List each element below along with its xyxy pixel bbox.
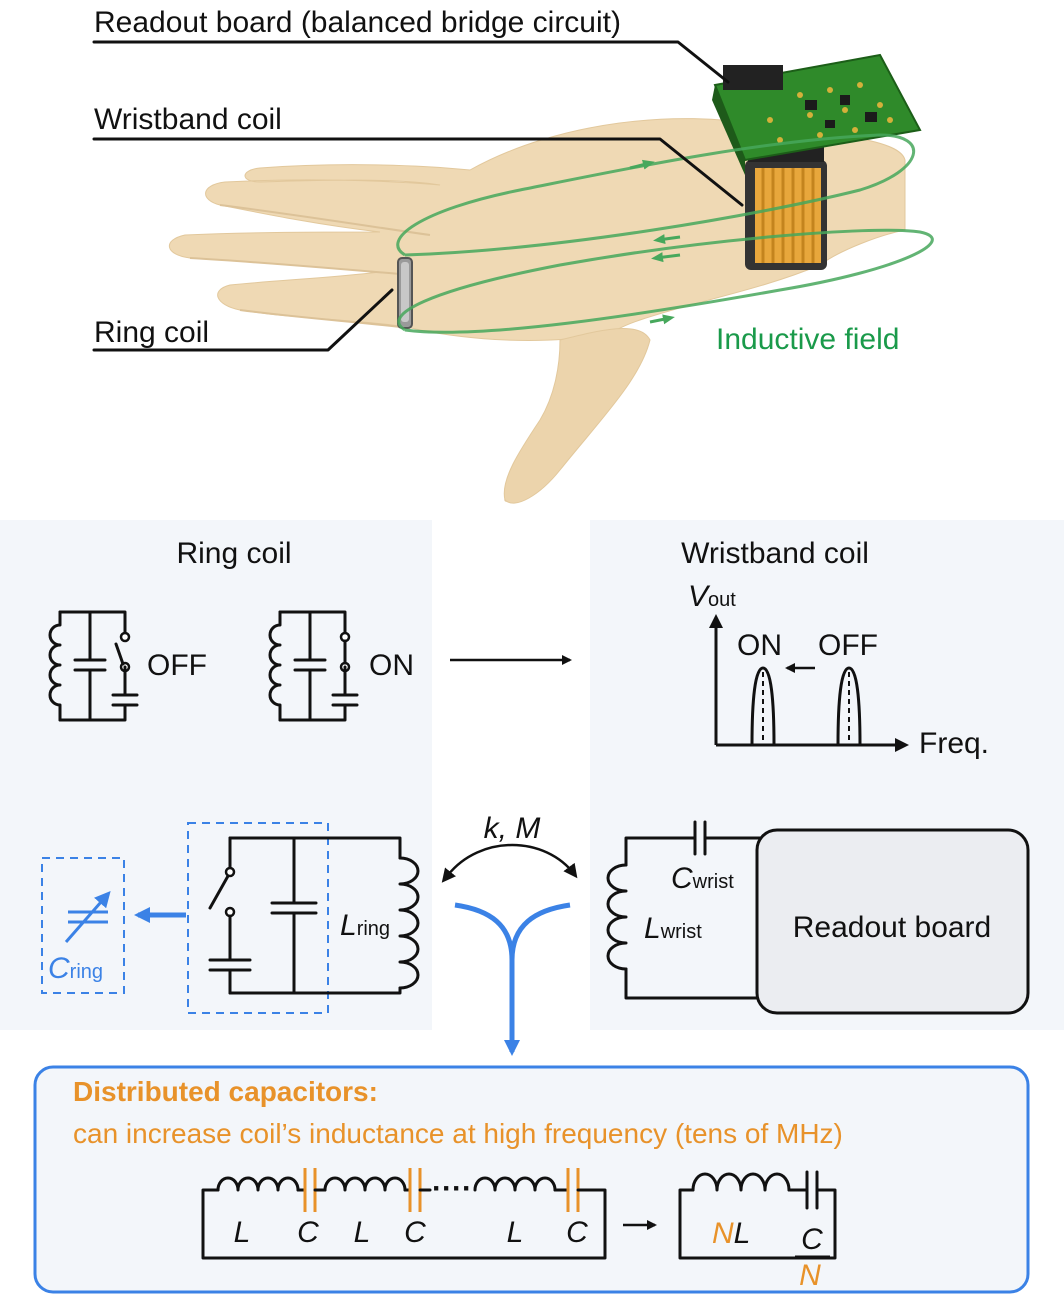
l-label-1: L [234,1216,251,1249]
l-label-3: L [507,1216,524,1249]
off-label: OFF [147,649,207,682]
coupling-arrow [441,843,578,883]
ring-circuit-off [48,610,139,722]
ring-coil-label: Ring coil [94,316,209,349]
c-label-1: C [297,1216,319,1249]
equivalent-circuit [678,1170,837,1260]
distributed-subtitle: can increase coil’s inductance at high f… [73,1118,843,1149]
distributed-circuit [201,1168,607,1260]
readout-board-box [755,828,1030,1015]
spectrum-off-label: OFF [818,629,878,662]
inductive-field-label: Inductive field [716,323,899,356]
ring-circuit-on [268,610,359,722]
hand-illustration [168,53,934,504]
on-label: ON [369,649,414,682]
l-wrist-label: Lwrist [644,912,702,945]
ring-coil-panel [0,520,432,1030]
c-wrist-label: Cwrist [671,862,734,895]
spectrum-plot [709,614,909,752]
wristband-panel-title: Wristband coil [681,537,869,570]
readout-board-label: Readout board (balanced bridge circuit) [94,6,621,39]
readout-board-box-label: Readout board [793,911,992,944]
c-over-n-numerator: C [801,1223,823,1256]
nl-label: NL [712,1217,750,1250]
merge-arrow [454,902,520,1056]
dots-label: ···· [432,1172,472,1205]
wristband-circuit [606,820,1030,1015]
c-over-n-denominator: N [799,1259,821,1292]
l-ring-label: Lring [340,909,390,942]
freq-label: Freq. [919,727,989,760]
coupling-label: k, M [484,812,541,845]
c-ring-label: Cring [48,952,103,985]
c-label-2: C [404,1216,426,1249]
l-label-2: L [354,1216,371,1249]
ring-panel-title: Ring coil [176,537,291,570]
ring-coil-circuit [187,822,420,1014]
variable-capacitor [41,857,186,994]
vout-label: Vout [688,580,736,613]
wristband-coil-label: Wristband coil [94,103,282,136]
top-labels: Readout board (balanced bridge circuit) … [92,6,899,356]
spectrum-on-label: ON [737,629,782,662]
distributed-title: Distributed capacitors: [73,1076,378,1107]
c-label-3: C [566,1216,588,1249]
